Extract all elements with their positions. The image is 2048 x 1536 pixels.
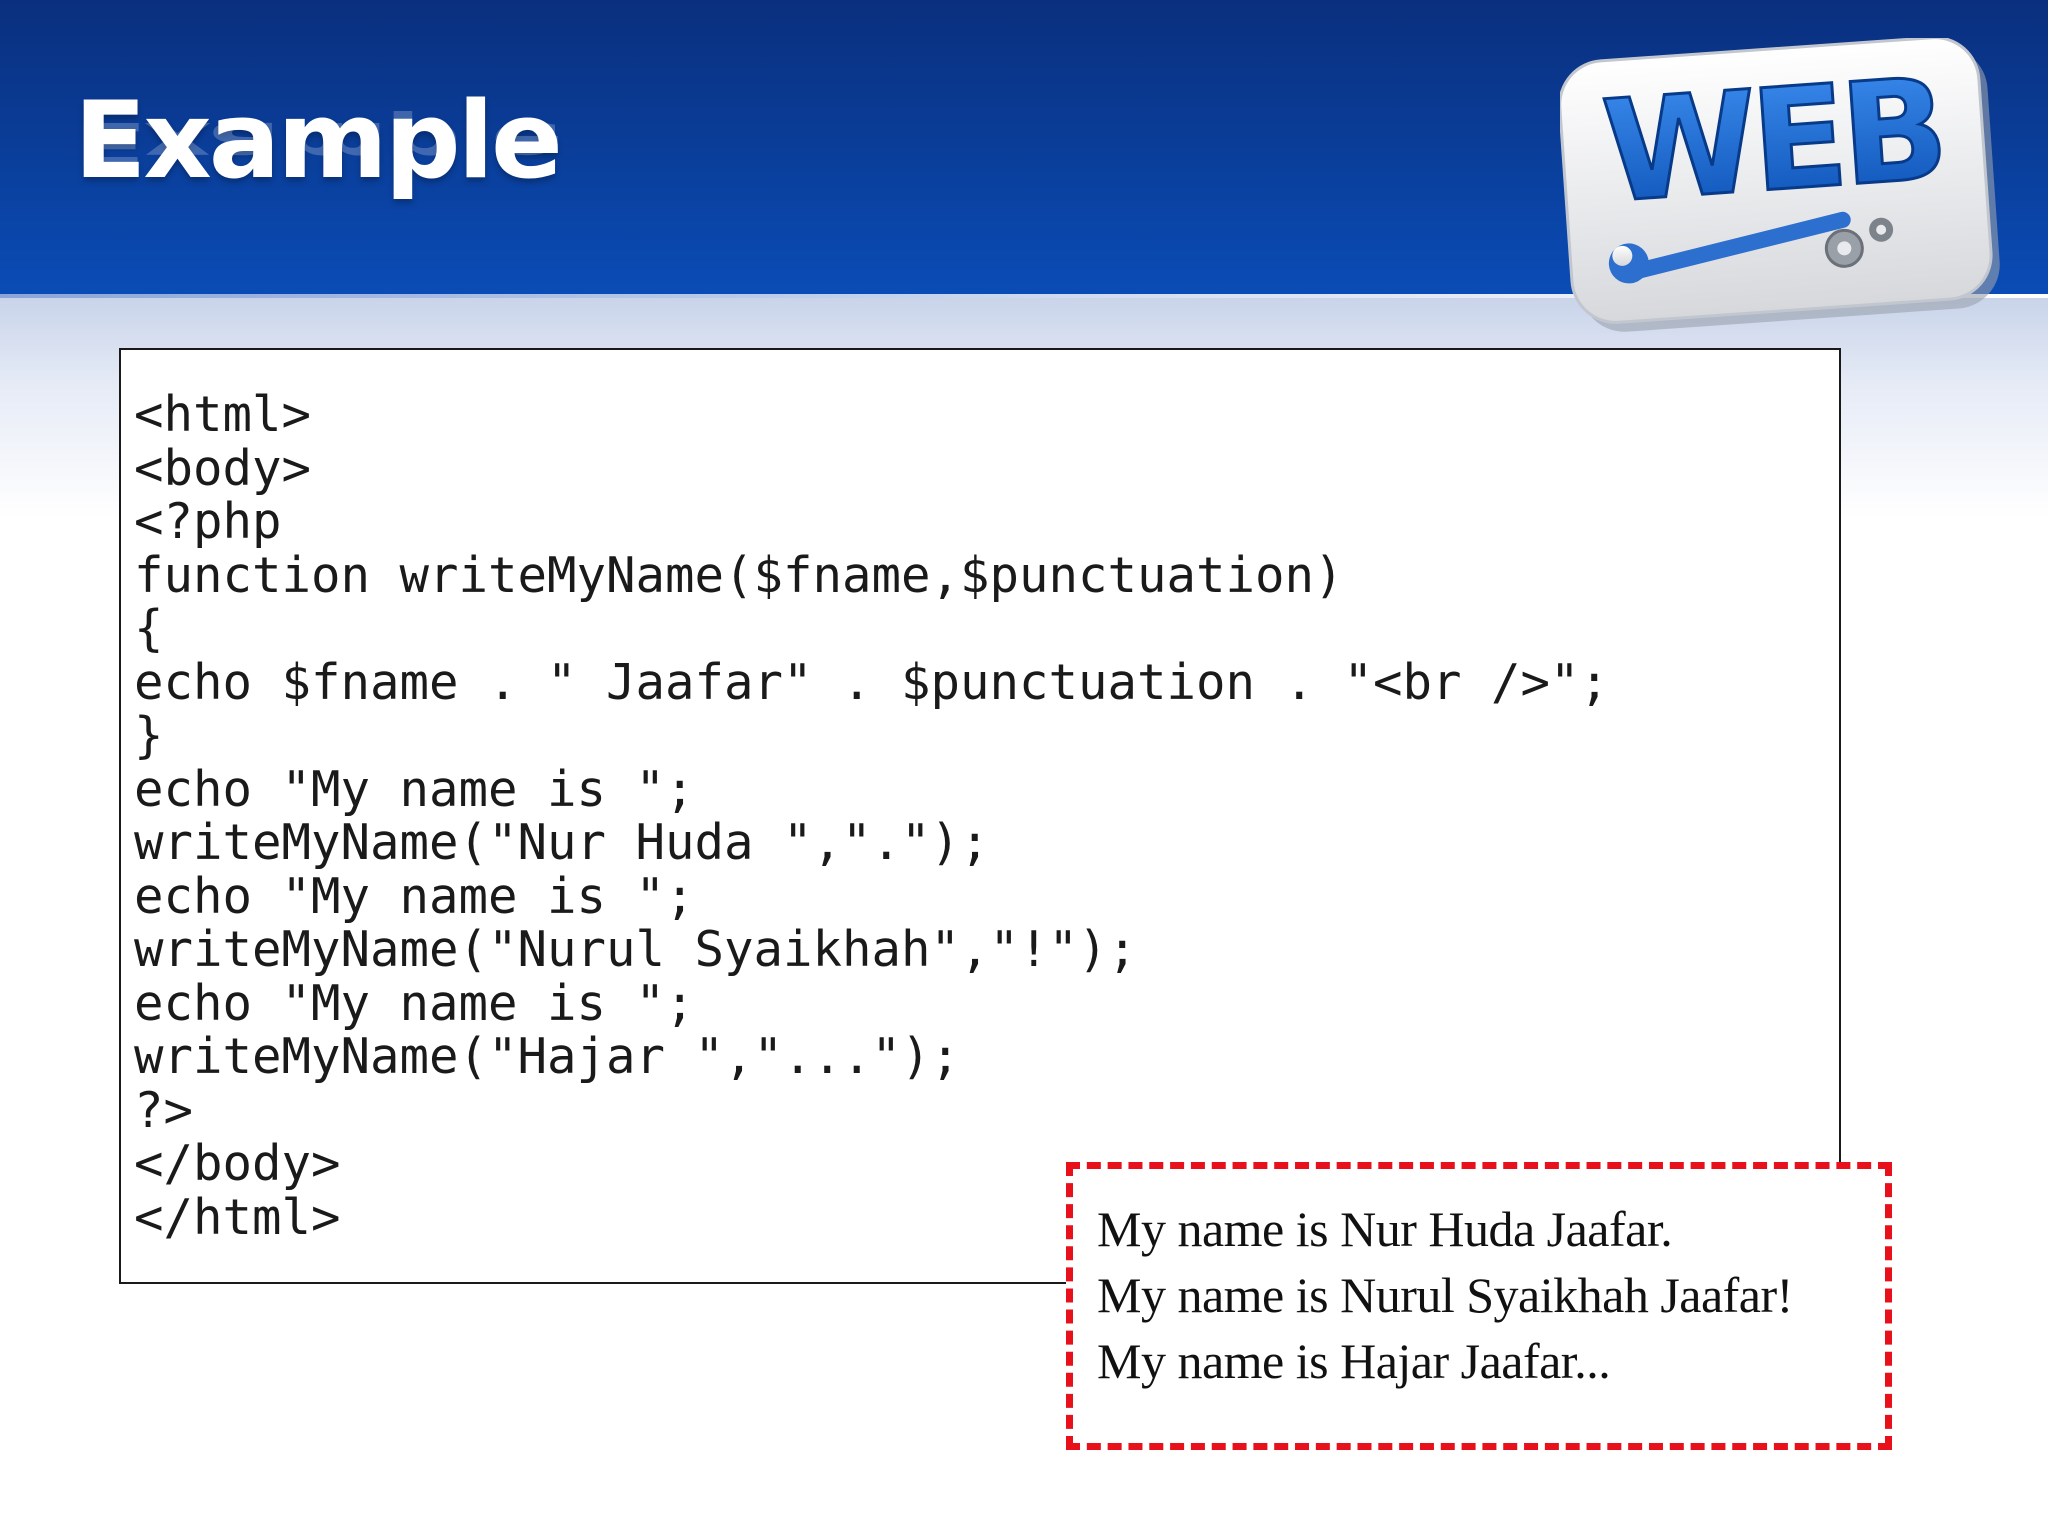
code-line: echo "My name is "; xyxy=(134,974,695,1032)
code-line: echo "My name is "; xyxy=(134,760,695,818)
code-line: echo $fname . " Jaafar" . $punctuation .… xyxy=(134,653,1610,711)
output-line: My name is Nurul Syaikhah Jaafar! xyxy=(1097,1267,1793,1323)
logo-text: WEB xyxy=(1598,48,1947,234)
output-box xyxy=(1066,1162,1892,1450)
code-line: <?php xyxy=(134,493,282,550)
code-line: </html> xyxy=(134,1188,341,1246)
code-line: function writeMyName($fname,$punctuation… xyxy=(134,546,1344,604)
output-listing: My name is Nur Huda Jaafar. My name is N… xyxy=(1097,1196,1793,1394)
code-line: <html> xyxy=(134,386,312,443)
code-line: } xyxy=(134,707,164,764)
output-line: My name is Nur Huda Jaafar. xyxy=(1097,1201,1673,1257)
header-divider xyxy=(0,294,2048,300)
code-line: <body> xyxy=(134,439,312,497)
gears-icon xyxy=(1824,217,1894,268)
code-line: echo "My name is "; xyxy=(134,867,695,925)
output-line: My name is Hajar Jaafar... xyxy=(1097,1333,1611,1389)
code-line: writeMyName("Hajar ","..."); xyxy=(134,1028,961,1085)
code-line: { xyxy=(134,600,164,657)
code-listing: <html> <body> <?php function writeMyName… xyxy=(134,388,1609,1244)
slide-title-reflection: Example xyxy=(74,109,560,177)
code-line: </body> xyxy=(134,1135,341,1192)
code-line: writeMyName("Nur Huda ","."); xyxy=(134,814,990,871)
code-line: writeMyName("Nurul Syaikhah","!"); xyxy=(134,921,1138,978)
code-line: ?> xyxy=(134,1081,194,1139)
code-block xyxy=(119,348,1841,1284)
slide-title: Example xyxy=(74,79,563,202)
web-logo-icon: WEB xyxy=(1560,38,2000,332)
wrench-icon xyxy=(1608,211,1851,284)
